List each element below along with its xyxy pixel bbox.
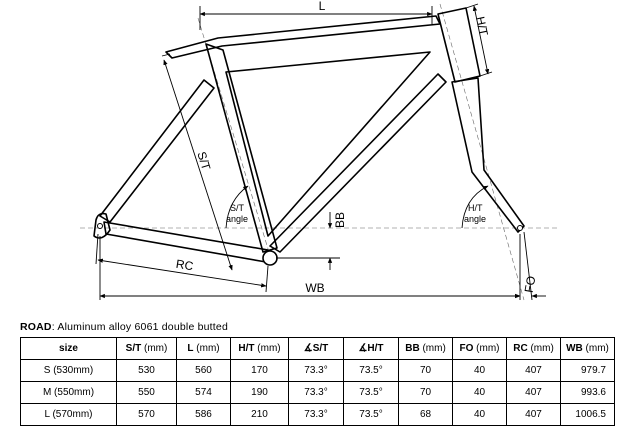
seat-angle-label-1: S/T — [230, 203, 245, 213]
top-tube — [165, 15, 441, 59]
head-tube-dimension — [465, 3, 493, 77]
cell-size: M (550mm) — [20, 381, 117, 404]
cell-wheelbase: 979.7 — [560, 359, 615, 382]
seat-tube-label: S/T — [194, 150, 213, 173]
length-dimension — [199, 6, 433, 30]
cell-bottom-bracket: 68 — [398, 403, 453, 426]
frame-material-caption: ROAD: Aluminum alloy 6061 double butted — [20, 321, 228, 333]
cell-length: 586 — [176, 403, 231, 426]
rear-axle — [97, 223, 103, 229]
cell-seat-tube: 530 — [116, 359, 177, 382]
rear-center-dimension — [95, 233, 269, 293]
cell-seat-angle: 73.3° — [288, 403, 344, 426]
cell-length: 560 — [176, 359, 231, 382]
cell-seat-angle: 73.3° — [288, 359, 344, 382]
header-head-tube: H/T (mm) — [230, 337, 289, 360]
cell-seat-tube: 550 — [116, 381, 177, 404]
main-triangle-inner — [225, 51, 431, 237]
wheelbase-label: WB — [305, 281, 324, 295]
cell-fork-offset: 40 — [452, 381, 507, 404]
head-angle-label-1: H/T — [468, 203, 483, 213]
fork — [451, 77, 525, 233]
header-seat-angle: ∡S/T — [288, 337, 344, 360]
cell-wheelbase: 1006.5 — [560, 403, 615, 426]
head-tube-label: H/T — [473, 15, 491, 37]
header-head-angle: ∡H/T — [343, 337, 399, 360]
bottom-bracket-shell — [262, 250, 278, 266]
cell-fork-offset: 40 — [452, 359, 507, 382]
seat-tube — [205, 43, 278, 253]
centerlines — [80, 3, 560, 301]
head-angle-arc — [461, 185, 489, 229]
header-bottom-bracket: BB (mm) — [398, 337, 453, 360]
wheelbase-dimension — [99, 234, 521, 300]
cell-head-tube: 190 — [230, 381, 289, 404]
header-length: L (mm) — [176, 337, 231, 360]
table-row: M (550mm) 550 574 190 73.3° 73.5° 70 40 … — [20, 381, 615, 404]
caption-text: : Aluminum alloy 6061 double butted — [51, 321, 229, 333]
cell-head-tube: 210 — [230, 403, 289, 426]
cell-head-angle: 73.5° — [343, 403, 399, 426]
table-header-row: size S/T (mm) L (mm) H/T (mm) ∡S/T ∡H/T … — [20, 337, 615, 360]
cell-head-tube: 170 — [230, 359, 289, 382]
cell-size: S (530mm) — [20, 359, 117, 382]
header-rear-center: RC (mm) — [506, 337, 561, 360]
cell-length: 574 — [176, 381, 231, 404]
seat-angle-label-2: angle — [226, 214, 248, 224]
down-tube — [269, 73, 447, 253]
bike-frame-diagram: L H/T S/T S/T angle H/T angle BB RC WB — [80, 0, 560, 301]
front-axle — [517, 225, 523, 231]
cell-size: L (570mm) — [20, 403, 117, 426]
frame-outline — [93, 7, 525, 263]
fork-offset-label: FO — [522, 275, 539, 294]
cell-head-angle: 73.5° — [343, 359, 399, 382]
cell-rear-center: 407 — [506, 359, 561, 382]
seat-angle-arc — [225, 185, 249, 229]
cell-bottom-bracket: 70 — [398, 381, 453, 404]
cell-bottom-bracket: 70 — [398, 359, 453, 382]
header-seat-tube: S/T (mm) — [116, 337, 177, 360]
cell-rear-center: 407 — [506, 403, 561, 426]
cell-head-angle: 73.5° — [343, 381, 399, 404]
length-label: L — [319, 0, 326, 13]
bb-dimension — [276, 212, 340, 270]
bb-label: BB — [333, 212, 347, 228]
fork-offset-dimension — [506, 231, 546, 301]
table-row: L (570mm) 570 586 210 73.3° 73.5° 68 40 … — [20, 403, 615, 426]
seat-stay — [99, 79, 215, 223]
cell-rear-center: 407 — [506, 381, 561, 404]
seat-tube-dimension — [161, 53, 233, 271]
geometry-table: size S/T (mm) L (mm) H/T (mm) ∡S/T ∡H/T … — [20, 337, 615, 426]
header-fork-offset: FO (mm) — [452, 337, 507, 360]
rear-center-label: RC — [175, 257, 195, 274]
caption-prefix: ROAD — [20, 321, 52, 333]
header-wheelbase: WB (mm) — [560, 337, 615, 360]
cell-fork-offset: 40 — [452, 403, 507, 426]
head-angle-label-2: angle — [464, 214, 486, 224]
header-size: size — [20, 337, 117, 360]
cell-seat-angle: 73.3° — [288, 381, 344, 404]
cell-seat-tube: 570 — [116, 403, 177, 426]
table-row: S (530mm) 530 560 170 73.3° 73.5° 70 40 … — [20, 359, 615, 382]
cell-wheelbase: 993.6 — [560, 381, 615, 404]
